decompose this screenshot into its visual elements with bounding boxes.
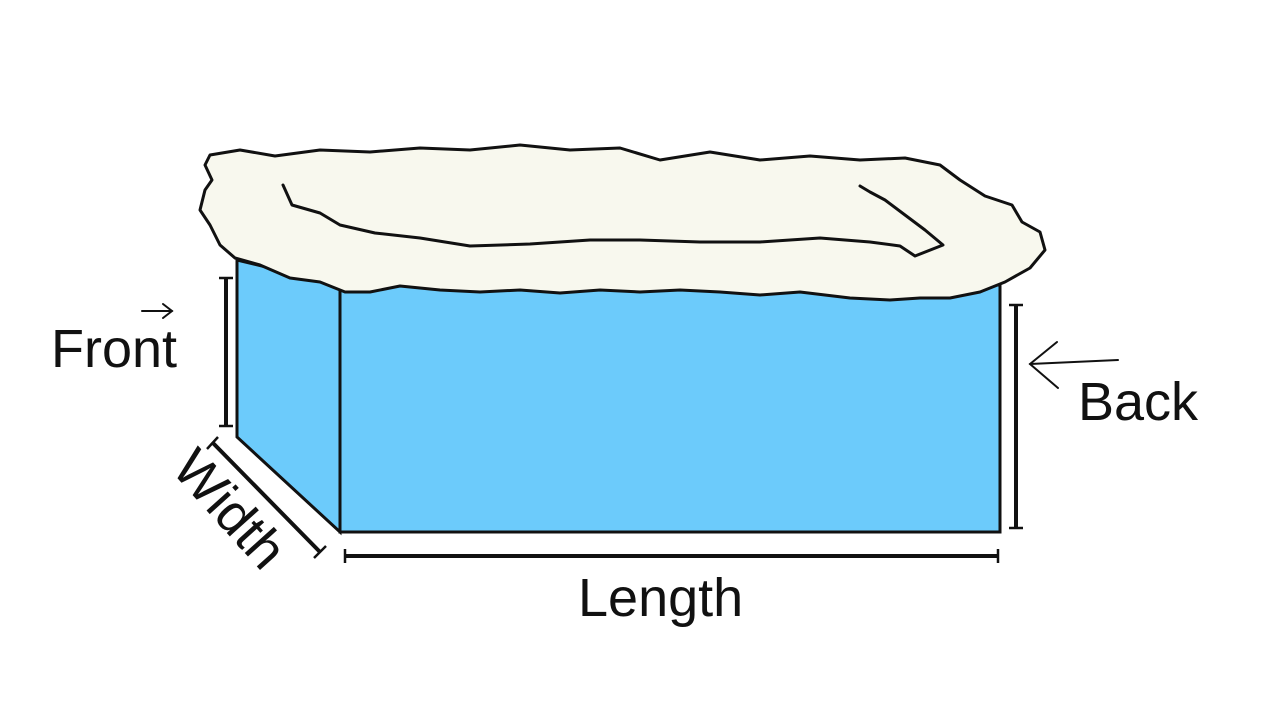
front-label: Front — [51, 319, 177, 379]
length-label: Length — [578, 568, 743, 628]
back-arrow-icon — [1028, 341, 1119, 389]
box-front-face — [338, 283, 1002, 534]
icing-top — [198, 143, 1047, 302]
width-bar — [206, 436, 327, 559]
front-height-bar — [219, 276, 233, 428]
front-arrow-icon — [141, 303, 174, 319]
back-height-bar — [1009, 303, 1023, 530]
length-bar — [343, 549, 1000, 563]
icing-inner-edge — [281, 183, 945, 258]
back-label: Back — [1078, 372, 1199, 432]
